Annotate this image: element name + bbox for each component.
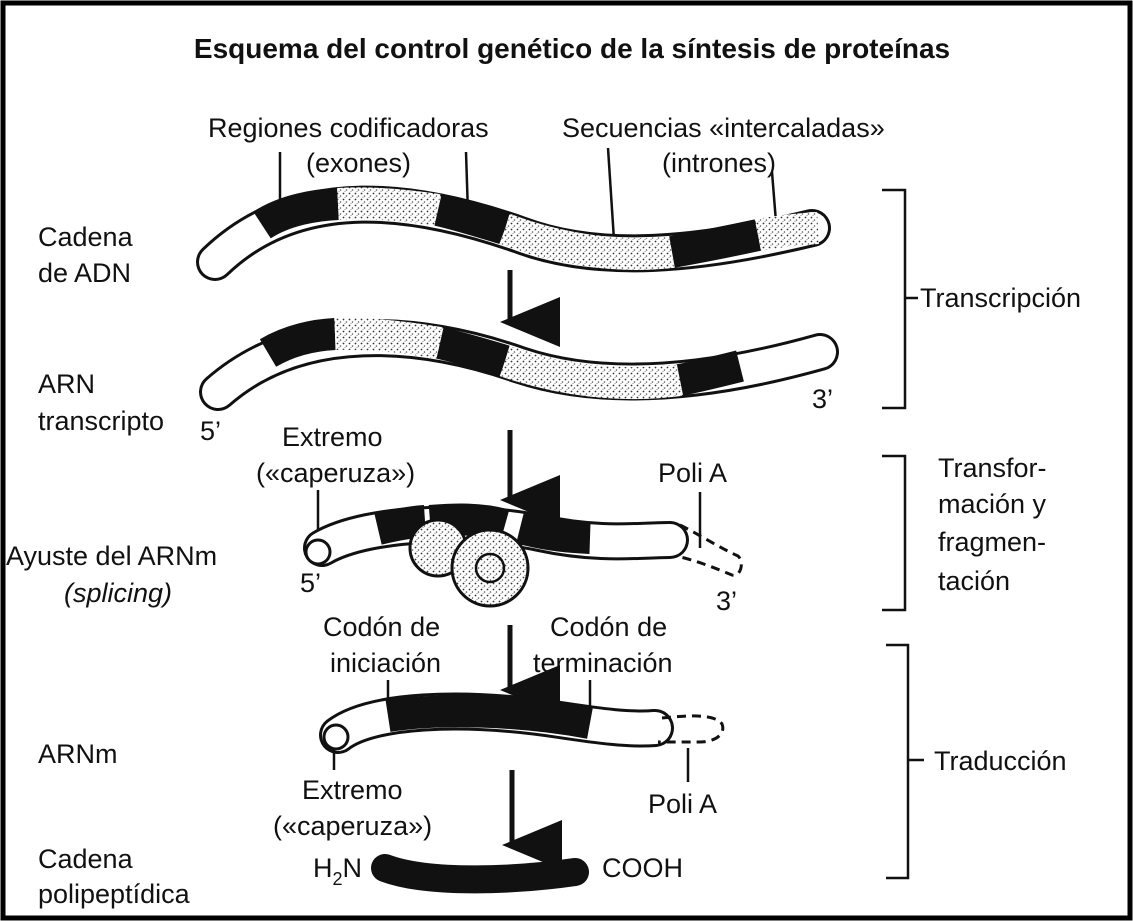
label-cadena: Cadena <box>38 222 134 252</box>
label-codon-ter-1: Codón de <box>550 612 667 642</box>
label-3-prime-1: 3’ <box>812 384 833 414</box>
label-codon-ini-1: Codón de <box>323 612 440 642</box>
mrna-splicing <box>303 503 743 608</box>
label-regiones-codificadoras: Regiones codificadoras <box>208 113 489 143</box>
diagram-title: Esquema del control genético de la sínte… <box>194 33 950 64</box>
leader-intron-1 <box>606 147 616 241</box>
label-secuencias-intercaladas: Secuencias «intercaladas» <box>562 113 885 143</box>
label-codon-ini-2: iniciación <box>330 648 441 678</box>
label-arnm: ARNm <box>38 739 118 769</box>
label-h2n: H2N <box>313 853 362 889</box>
stage-transformacion-2: mación y <box>938 489 1047 519</box>
stage-transcripcion: Transcripción <box>920 283 1081 313</box>
bracket-transcripcion <box>882 188 918 410</box>
label-caperuza-1: («caperuza») <box>256 458 415 488</box>
cap-circle-1 <box>304 538 332 566</box>
label-extremo-1: Extremo <box>282 422 383 452</box>
label-poli-a-2: Poli A <box>648 789 717 819</box>
stage-transformacion-3: fragmen- <box>938 527 1046 557</box>
leader-intron-2 <box>770 171 778 223</box>
rna-transcript-segments <box>259 317 744 400</box>
dna-segments <box>253 187 819 270</box>
cap-circle-2 <box>322 723 350 751</box>
label-cadena-poli-2: polipeptídica <box>38 879 191 909</box>
stage-transformacion-4: tación <box>938 566 1010 596</box>
label-de-adn: de ADN <box>38 258 131 288</box>
label-splicing: (splicing) <box>64 578 172 608</box>
label-caperuza-2: («caperuza») <box>273 811 432 841</box>
label-codon-ter-2: terminación <box>533 648 673 678</box>
label-5-prime-2: 5’ <box>300 568 321 598</box>
label-intrones: (intrones) <box>662 148 776 178</box>
bracket-transformacion <box>882 454 907 612</box>
bracket-traduccion <box>886 643 924 880</box>
label-exones: (exones) <box>306 148 411 178</box>
label-5-prime-1: 5’ <box>200 416 221 446</box>
label-ayuste: Ayuste del ARNm <box>6 541 217 571</box>
polypeptide-chain <box>371 854 589 894</box>
label-extremo-2: Extremo <box>302 775 403 805</box>
label-cooh: COOH <box>602 853 683 883</box>
stage-traduccion: Traducción <box>934 746 1067 776</box>
label-arn: ARN <box>38 369 95 399</box>
label-3-prime-2: 3’ <box>716 586 737 616</box>
label-poli-a-1: Poli A <box>658 458 727 488</box>
stage-transformacion-1: Transfor- <box>938 453 1047 483</box>
label-cadena-poli-1: Cadena <box>38 844 134 874</box>
intron-loop-2 <box>450 528 530 608</box>
label-transcripto: transcripto <box>38 406 164 436</box>
mrna-strand <box>319 692 725 754</box>
